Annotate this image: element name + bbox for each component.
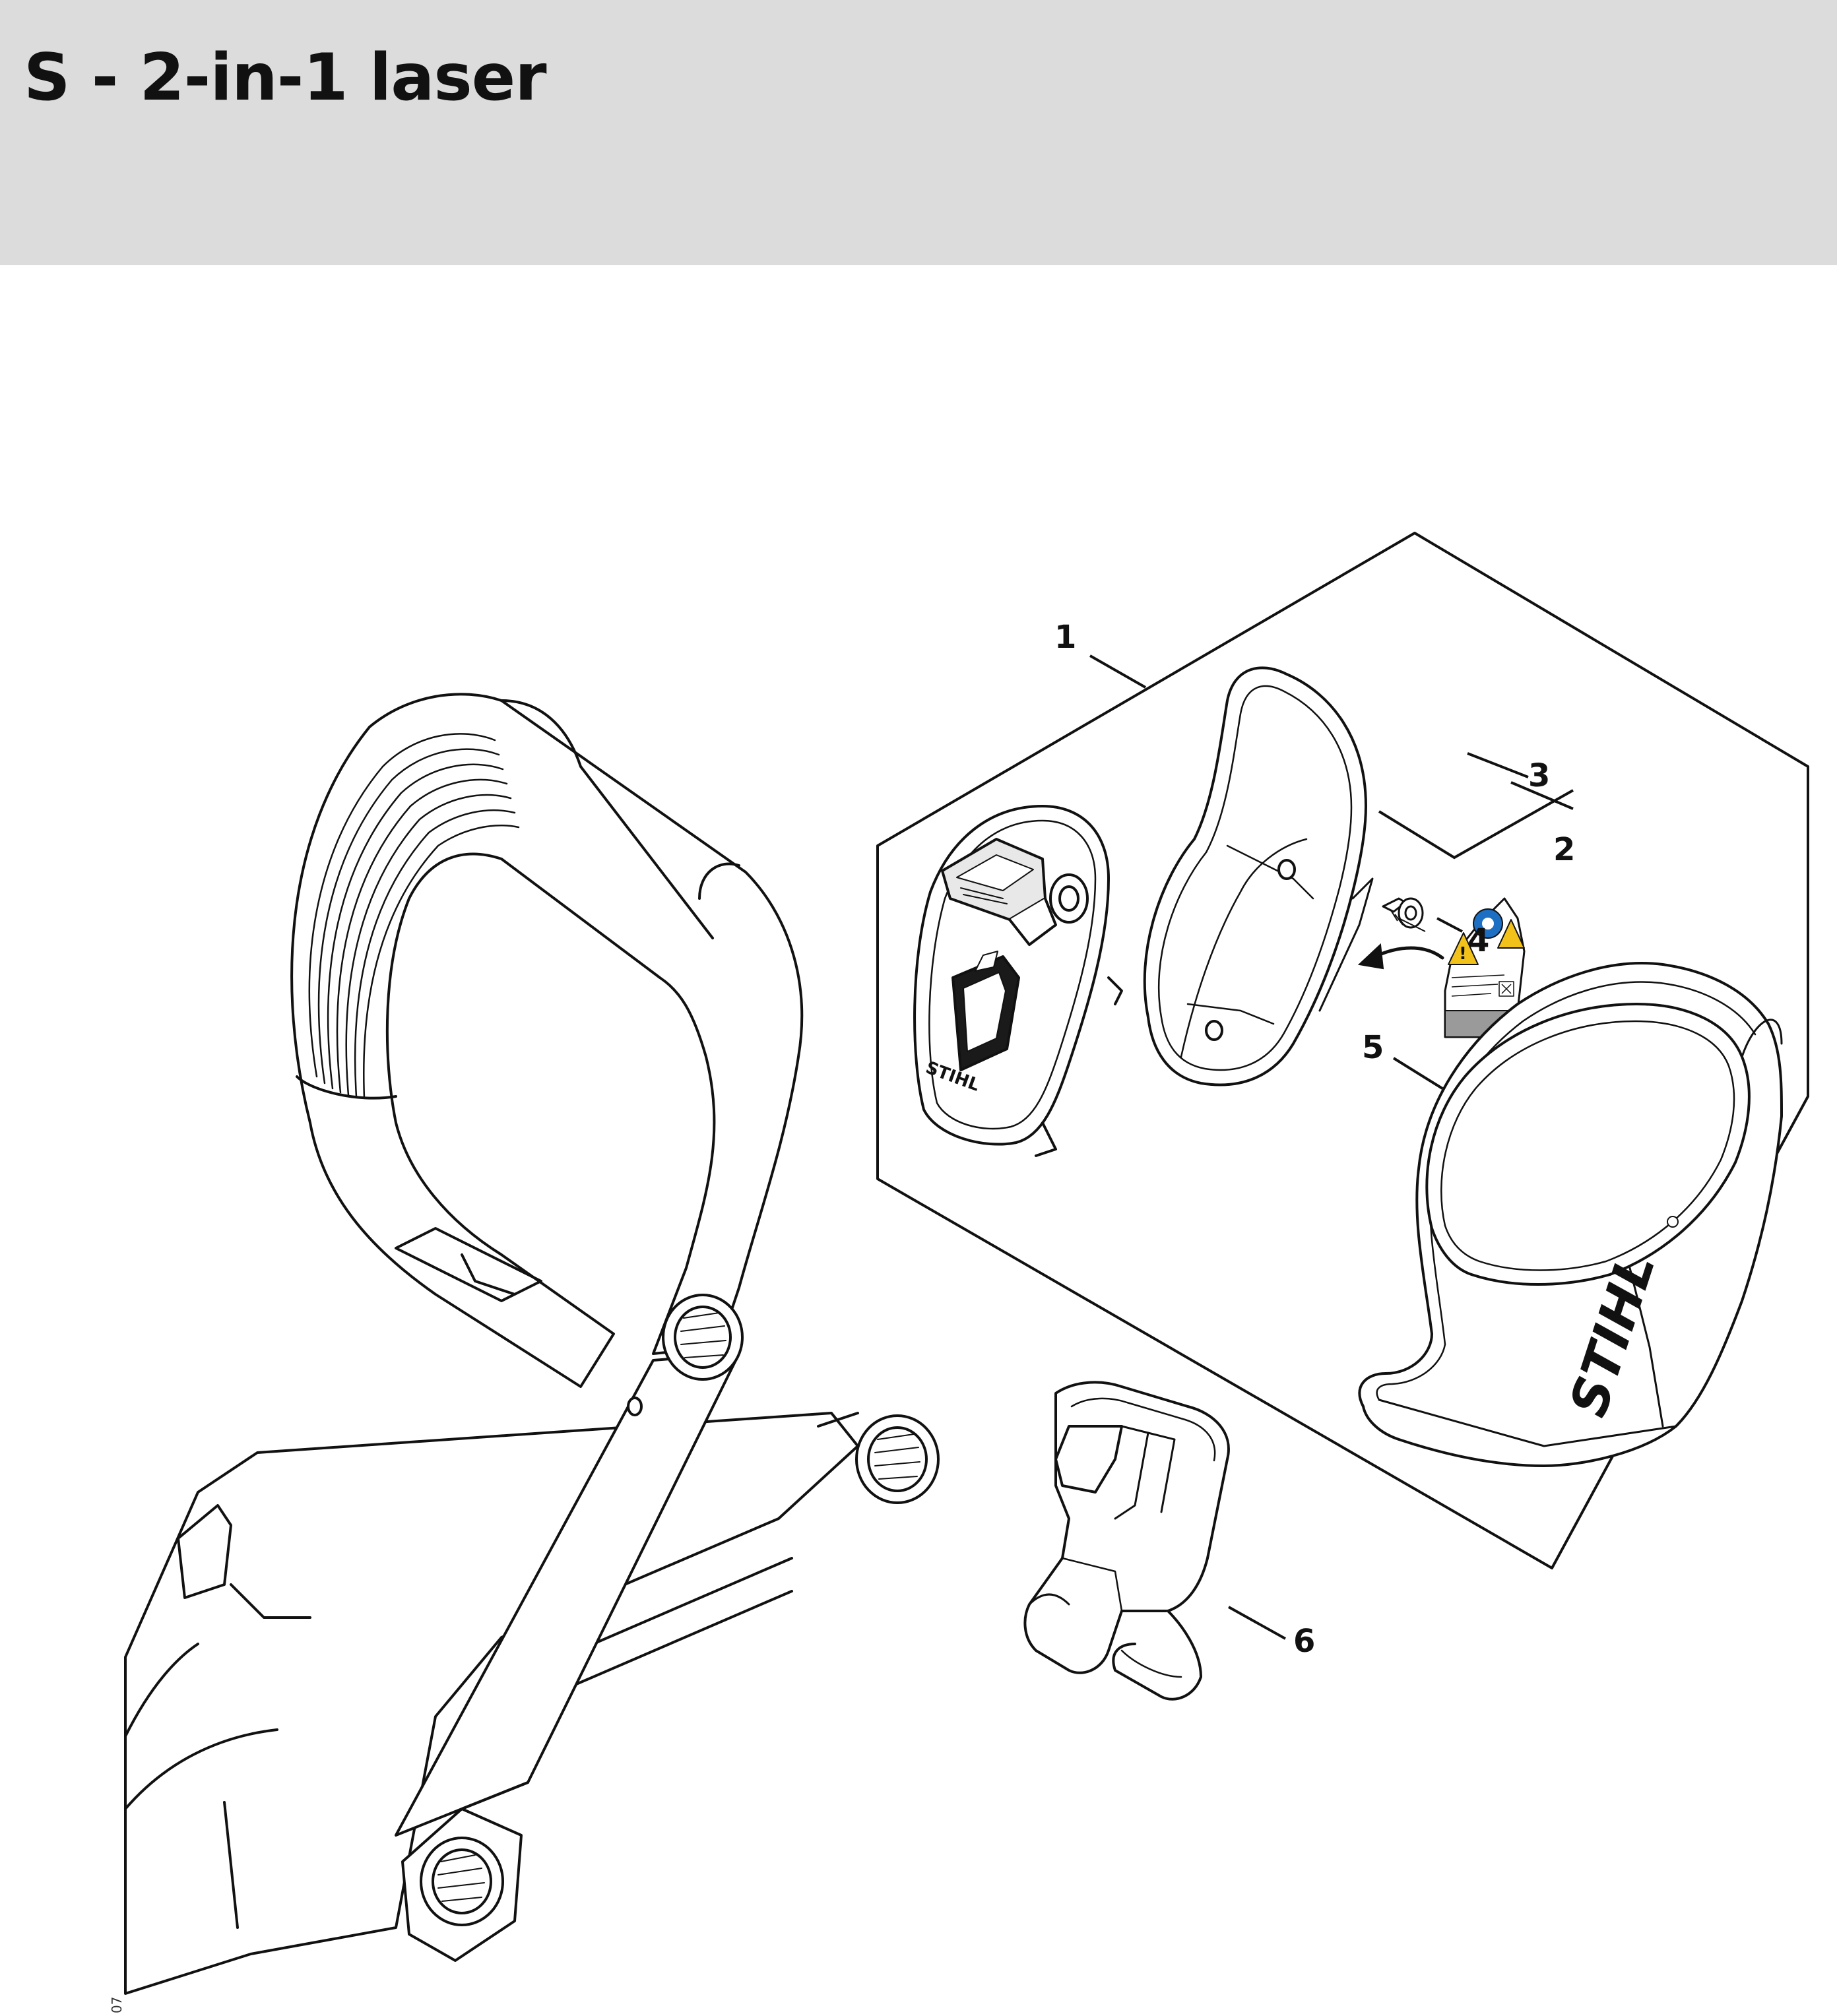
callout-1[interactable]: 1: [1054, 619, 1076, 656]
callout-4[interactable]: 4: [1467, 922, 1489, 959]
figure-code: 07: [109, 1997, 125, 2013]
screw-icon: [1382, 897, 1426, 932]
callout-3[interactable]: 3: [1528, 757, 1550, 794]
callout-6[interactable]: 6: [1293, 1623, 1315, 1660]
leader-line-5: [1392, 1057, 1444, 1090]
exploded-parts-diagram: STIHL !: [0, 265, 1837, 2016]
leader-line-3: [1467, 752, 1529, 778]
callout-5[interactable]: 5: [1362, 1029, 1384, 1066]
leader-line-1: [1089, 654, 1146, 689]
handle-frame-drawing: [124, 693, 940, 1995]
mounting-arrow-icon: [1357, 943, 1444, 970]
diagram-canvas: STIHL !: [109, 532, 1809, 2013]
protective-cap-icon: STIHL: [1358, 962, 1783, 1467]
holder-clip-icon: [1023, 1381, 1230, 1701]
leader-line-2: [1510, 781, 1574, 810]
callout-numbers: 1 2 3 4 5 6: [1054, 619, 1575, 1660]
leader-line-4: [1436, 917, 1463, 933]
kit-outline: [876, 532, 1809, 1569]
page-header: S - 2-in-1 laser: [0, 0, 1837, 265]
svg-text:!: !: [1459, 944, 1467, 964]
page-title: S - 2-in-1 laser: [24, 40, 547, 115]
leader-line-6: [1228, 1606, 1286, 1640]
leader-lines: [1089, 654, 1574, 1640]
callout-2[interactable]: 2: [1553, 831, 1575, 868]
leader-line-2b: [1378, 789, 1574, 860]
laser-switch-housing-icon: STIHL: [913, 805, 1123, 1157]
warning-label-icon: !: [1444, 897, 1526, 1038]
laser-cover-plate-icon: [1143, 666, 1374, 1087]
